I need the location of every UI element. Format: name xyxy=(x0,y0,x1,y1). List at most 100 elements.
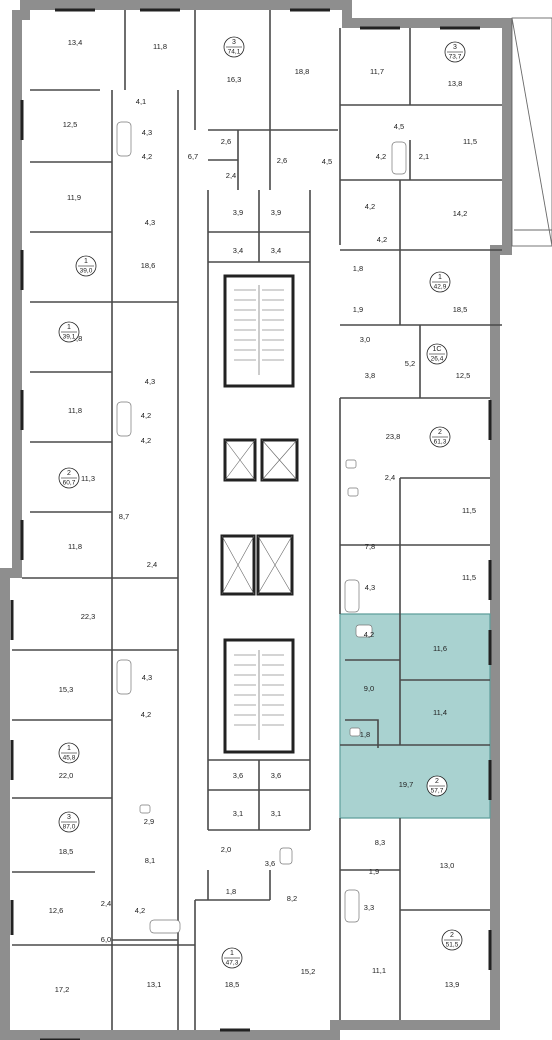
room-area-label: 8,1 xyxy=(145,856,155,865)
room-area-label: 1,9 xyxy=(353,305,363,314)
bathtub-icon xyxy=(116,659,132,695)
apartment-room-count: 1С xyxy=(433,346,442,353)
apartment-room-count: 2 xyxy=(435,778,439,785)
room-area-label: 11,5 xyxy=(463,137,477,146)
elevator-cross xyxy=(224,439,298,481)
apartment-room-count: 3 xyxy=(67,814,71,821)
highlighted-apartment[interactable] xyxy=(339,613,491,819)
room-area-label: 12,5 xyxy=(63,120,78,129)
room-area-label: 4,2 xyxy=(377,235,387,244)
apartment-room-count: 1 xyxy=(230,950,234,957)
room-area-label: 13,4 xyxy=(68,38,83,47)
building-outline xyxy=(0,0,512,1040)
room-area-label: 4,2 xyxy=(365,202,375,211)
apartment-badge[interactable]: 373,7 xyxy=(444,41,466,63)
apartment-total-area: 39,0 xyxy=(80,268,93,275)
apartment-total-area: 39,1 xyxy=(63,334,76,341)
apartment-badge[interactable]: 260,7 xyxy=(58,467,80,489)
apartment-badge[interactable]: 142,9 xyxy=(429,271,451,293)
room-area-label: 4,3 xyxy=(365,583,375,592)
bathtub-icon xyxy=(149,919,181,934)
room-area-label: 1,8 xyxy=(360,730,370,739)
interior-walls xyxy=(12,10,502,1030)
bathtub-icon xyxy=(344,889,360,923)
apartment-total-area: 57,7 xyxy=(431,788,444,795)
bathtub-icon xyxy=(116,401,132,437)
room-area-label: 4,3 xyxy=(142,128,152,137)
room-area-label: 2,0 xyxy=(221,845,231,854)
balcony-hatch xyxy=(511,17,552,247)
room-area-label: 4,2 xyxy=(142,152,152,161)
room-area-label: 13,8 xyxy=(448,79,463,88)
windows xyxy=(10,8,492,1040)
toilet-icon xyxy=(347,487,359,497)
bath-fixtures xyxy=(116,121,407,934)
room-area-label: 11,4 xyxy=(433,708,447,717)
room-area-label: 3,0 xyxy=(360,335,370,344)
room-area-label: 8,7 xyxy=(119,512,129,521)
highlighted-apartment-walls xyxy=(340,614,490,748)
room-area-label: 3,9 xyxy=(233,208,243,217)
room-area-label: 11,7 xyxy=(370,67,384,76)
apartment-badge[interactable]: 261,3 xyxy=(429,426,451,448)
room-area-label: 1,8 xyxy=(226,887,236,896)
room-area-label: 2,4 xyxy=(147,560,157,569)
room-area-label: 5,2 xyxy=(405,359,415,368)
apartment-room-count: 3 xyxy=(232,39,236,46)
apartment-room-count: 3 xyxy=(453,44,457,51)
core-stairs-elevators xyxy=(220,274,299,754)
apartment-total-area: 73,7 xyxy=(449,54,462,61)
apartment-total-area: 51,5 xyxy=(446,942,459,949)
room-area-label: 3,1 xyxy=(271,809,281,818)
sink-icon xyxy=(355,624,373,638)
room-area-label: 13,1 xyxy=(147,980,162,989)
room-area-label: 16,3 xyxy=(227,75,242,84)
room-area-label: 3,4 xyxy=(233,246,243,255)
room-area-label: 11,8 xyxy=(153,42,167,51)
room-area-label: 3,8 xyxy=(365,371,375,380)
room-area-label: 11,8 xyxy=(68,542,82,551)
room-area-label: 14,2 xyxy=(453,209,468,218)
room-area-label: 22,3 xyxy=(81,612,96,621)
room-area-label: 4,2 xyxy=(141,710,151,719)
apartment-total-area: 61,3 xyxy=(434,439,447,446)
apartment-badge[interactable]: 139,0 xyxy=(75,255,97,277)
bathtub-icon xyxy=(391,141,407,175)
room-area-label: 22,0 xyxy=(59,771,74,780)
room-area-label: 2,9 xyxy=(144,817,154,826)
room-area-label: 4,1 xyxy=(136,97,146,106)
room-area-label: 8,2 xyxy=(287,894,297,903)
room-area-label: 4,2 xyxy=(135,906,145,915)
room-area-label: 4,5 xyxy=(322,157,332,166)
room-area-label: 15,2 xyxy=(301,967,316,976)
room-area-label: 4,5 xyxy=(394,122,404,131)
room-area-label: 11,6 xyxy=(433,644,447,653)
room-area-label: 4,3 xyxy=(145,377,155,386)
room-area-label: 11,5 xyxy=(462,573,476,582)
room-area-label: 19,7 xyxy=(399,780,414,789)
room-area-label: 3,1 xyxy=(233,809,243,818)
apartment-room-count: 1 xyxy=(67,745,71,752)
apartment-badge[interactable]: 147,3 xyxy=(221,947,243,969)
apartment-badge[interactable]: 257,7 xyxy=(426,775,448,797)
room-area-label: 2,4 xyxy=(101,899,111,908)
apartment-badge[interactable]: 145,8 xyxy=(58,742,80,764)
apartment-badge[interactable]: 251,5 xyxy=(441,929,463,951)
apartment-total-area: 74,1 xyxy=(228,49,241,56)
apartment-badge[interactable]: 387,0 xyxy=(58,811,80,833)
room-area-label: 4,2 xyxy=(364,630,374,639)
room-area-label: 6,7 xyxy=(188,152,198,161)
room-area-label: 7,8 xyxy=(365,542,375,551)
apartment-room-count: 2 xyxy=(450,932,454,939)
apartment-total-area: 42,9 xyxy=(434,284,447,291)
room-area-label: 13,0 xyxy=(440,861,455,870)
apartment-badge[interactable]: 374,1 xyxy=(223,36,245,58)
stair-treads-bottom xyxy=(234,650,284,740)
room-area-label: 17,2 xyxy=(55,985,70,994)
room-area-label: 1,9 xyxy=(369,867,379,876)
room-area-label: 4,2 xyxy=(141,411,151,420)
apartment-room-count: 2 xyxy=(438,429,442,436)
apartment-badge[interactable]: 139,1 xyxy=(58,321,80,343)
